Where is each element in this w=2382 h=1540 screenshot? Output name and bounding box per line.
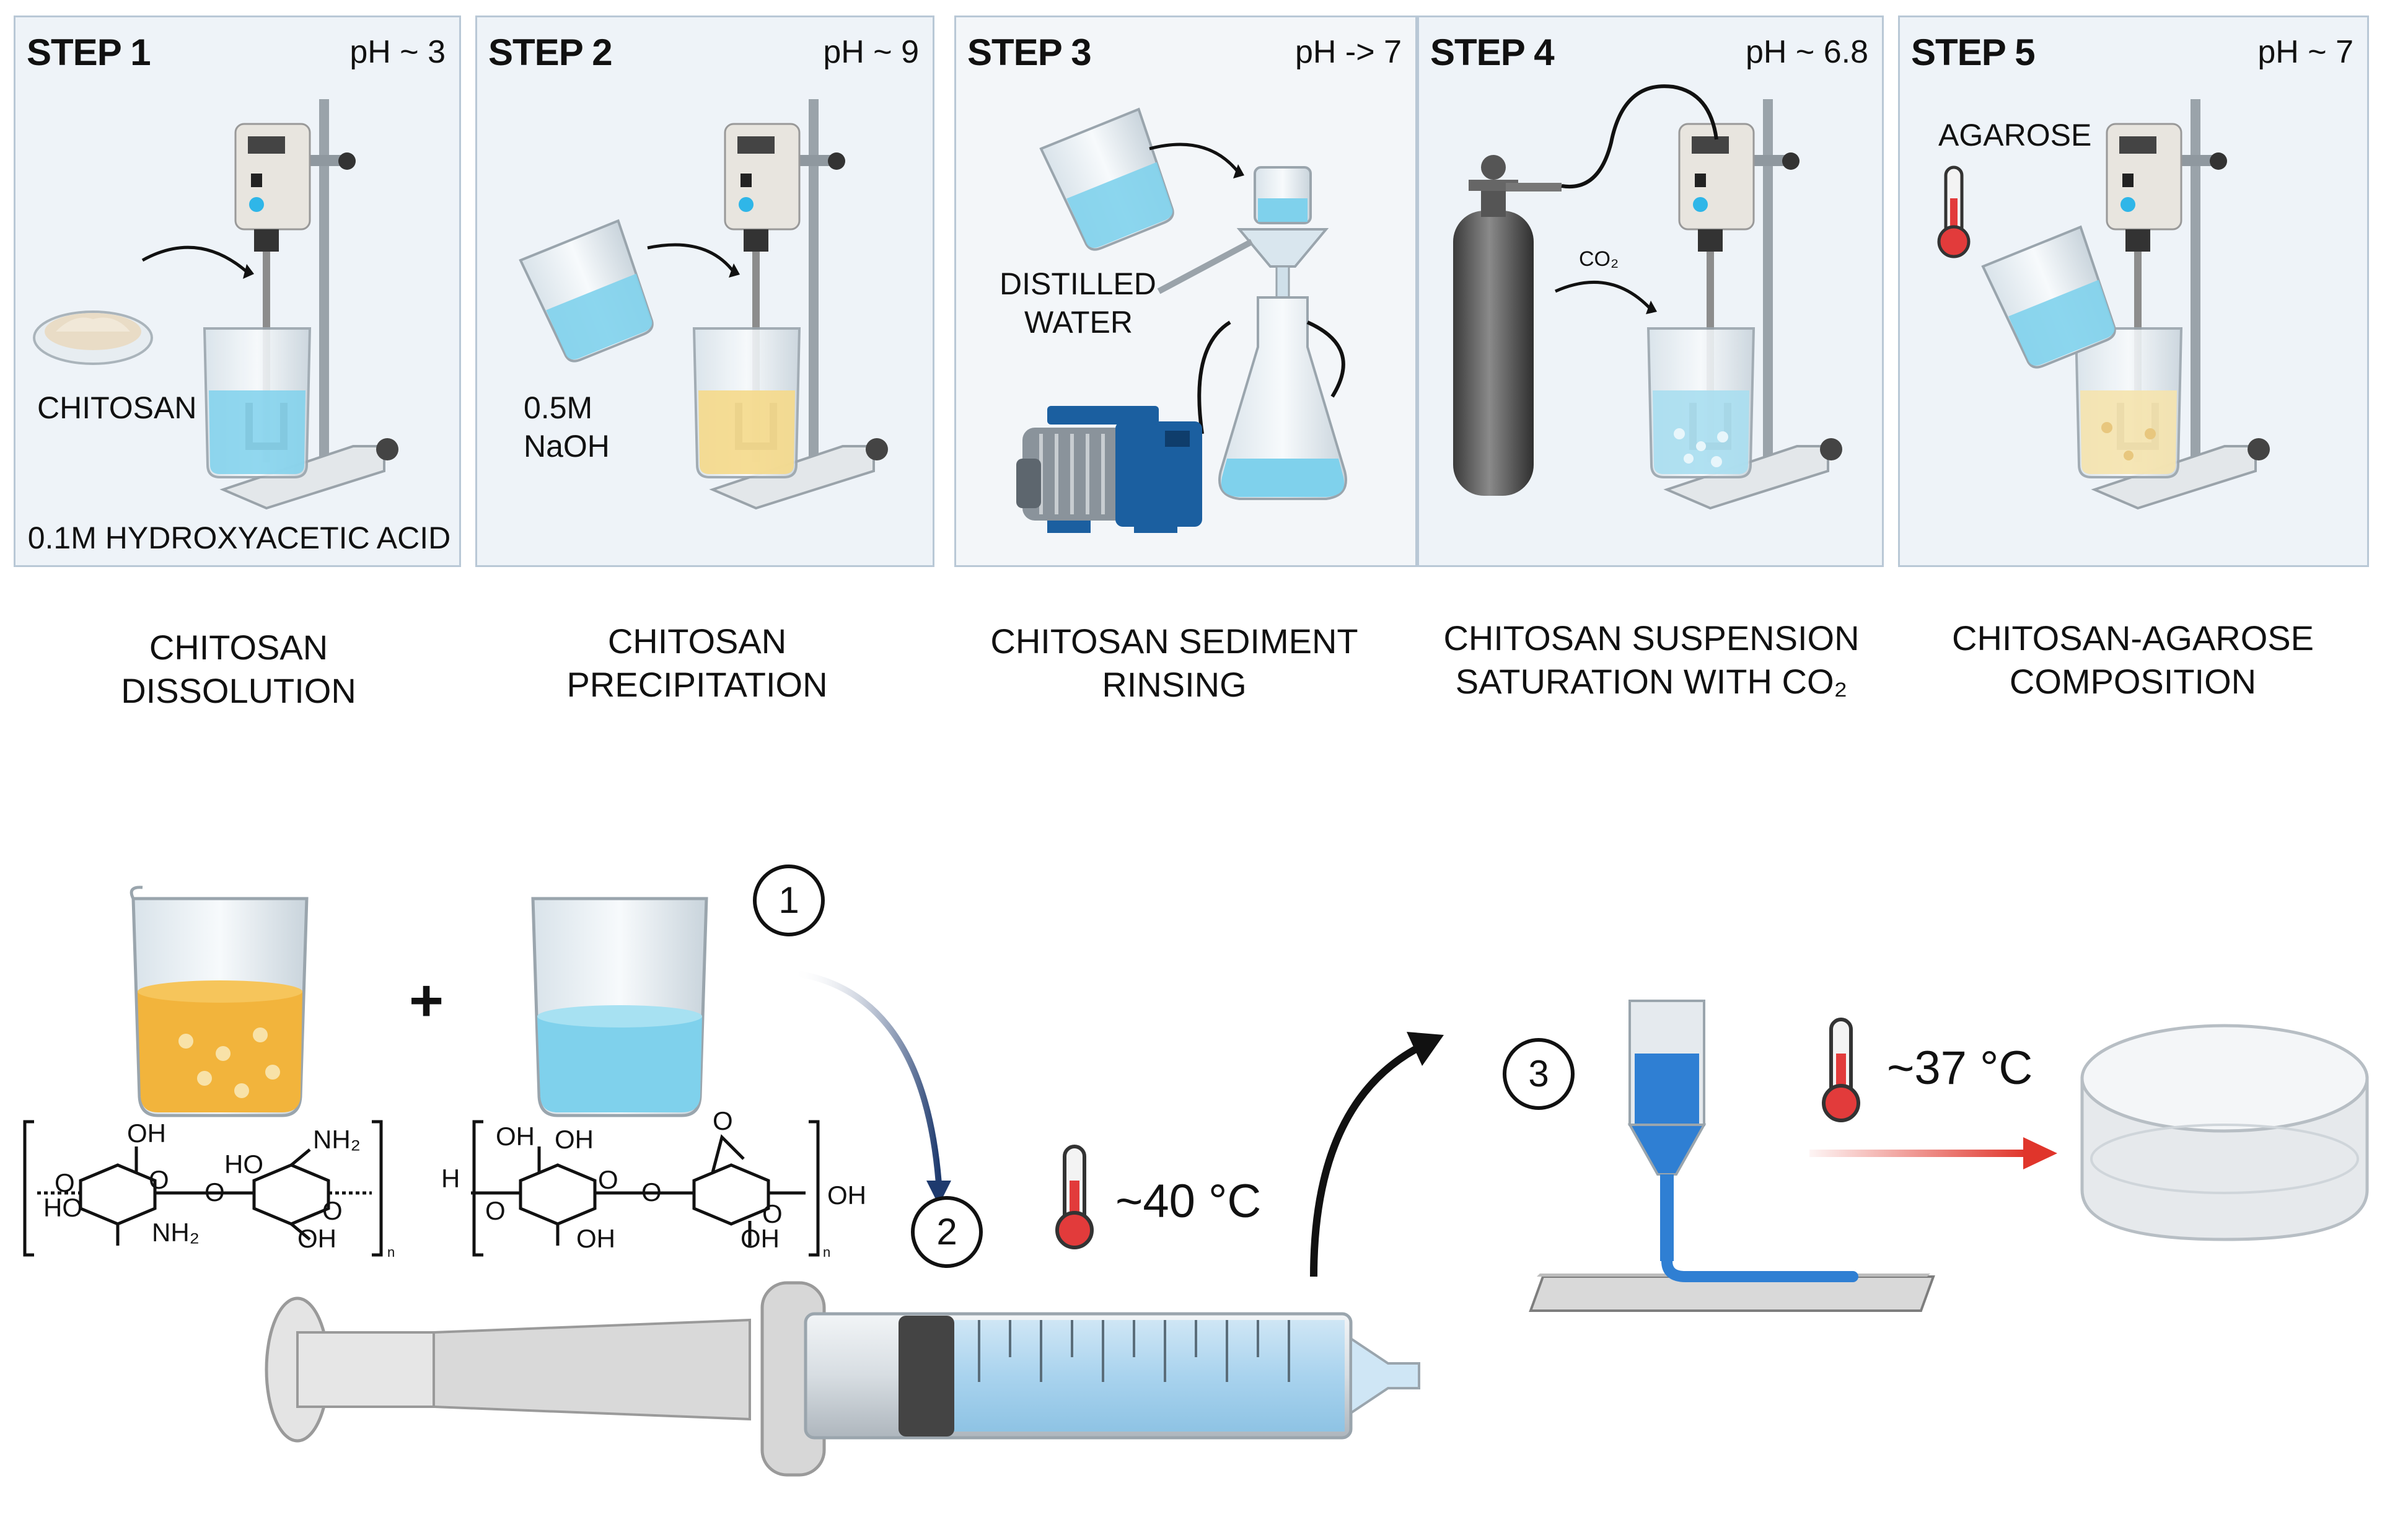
step3-pouring-beaker-icon — [1039, 107, 1174, 251]
step3-arrow — [1149, 143, 1241, 175]
step1-to-2-arrow — [793, 970, 942, 1184]
final-thermometer-icon — [1822, 1018, 1860, 1122]
step1-acid-label: 0.1M HYDROXYACETIC ACID — [27, 521, 451, 555]
step4-stirrer-illustration — [1648, 99, 1842, 508]
step1-to-2-arrowhead — [926, 1181, 951, 1205]
agarose-o-ring2: O — [762, 1199, 783, 1228]
step1-stirrer-illustration — [204, 99, 398, 508]
step2-ph: pH ~ 9 — [823, 34, 919, 70]
chemical-structure-lines — [23, 1120, 820, 1257]
step2-stirrer-illustration — [694, 99, 888, 508]
step4-ph: pH ~ 6.8 — [1745, 34, 1868, 70]
agarose-oh1: OH — [496, 1122, 535, 1151]
agarose-oh-bottom1: OH — [576, 1224, 615, 1253]
step2-title: STEP 2 — [488, 32, 613, 73]
step1-chitosan-label: CHITOSAN — [37, 390, 197, 425]
syringe-to-printer-arrowhead — [1407, 1032, 1444, 1066]
chitosan-ho-mid: HO — [224, 1150, 263, 1179]
marker-1: 1 — [753, 865, 825, 936]
chitosan-o-link: O — [204, 1177, 225, 1207]
agarose-o-link: O — [641, 1177, 662, 1207]
step2-arrow — [647, 243, 736, 274]
step3-water-label-1: DISTILLED — [1000, 266, 1156, 301]
chitosan-nh2-bottom: NH₂ — [152, 1218, 200, 1247]
syringe-icon — [265, 1281, 1420, 1477]
chitosan-ho-left: HO — [43, 1193, 82, 1222]
chitosan-o-ring2: O — [322, 1196, 343, 1225]
step1-arrow — [141, 245, 249, 274]
chitosan-o-left: O — [55, 1168, 75, 1197]
agarose-solution-beaker-icon — [531, 897, 708, 1117]
petri-dish-chitosan-icon — [33, 310, 153, 365]
step1-panel: STEP 1 pH ~ 3 CHITOSAN 0.1M HYDROXYACETI… — [14, 15, 461, 567]
to-scaffold-arrowhead — [2023, 1137, 2057, 1169]
step3-ph: pH -> 7 — [1295, 34, 1402, 70]
co2-gas-cylinder-icon — [1453, 84, 1718, 496]
chitosan-oh-bottom: OH — [297, 1224, 336, 1253]
chitosan-nh2-top: NH₂ — [313, 1125, 361, 1154]
step4-arrow — [1554, 280, 1653, 311]
syringe-thermometer-icon — [1055, 1145, 1094, 1249]
step3-title: STEP 3 — [967, 32, 1092, 73]
syringe-to-printer-arrow — [1310, 1044, 1421, 1277]
step5-thermometer-icon — [1937, 165, 1971, 258]
plus-sign: + — [409, 967, 444, 1034]
chitosan-solution-beaker-icon — [130, 886, 309, 1117]
chitosan-n: n — [387, 1244, 395, 1260]
syringe-temperature: ~40 °C — [1115, 1175, 1262, 1228]
agarose-oh2: OH — [555, 1125, 594, 1154]
to-scaffold-arrow — [1809, 1150, 2026, 1157]
step3-water-label-2: WATER — [1024, 305, 1133, 340]
agarose-n: n — [823, 1244, 831, 1260]
vacuum-pump-icon — [1016, 320, 1231, 533]
step4-title: STEP 4 — [1430, 32, 1555, 73]
step2-pouring-beaker-icon — [519, 219, 654, 363]
step4-co2-label: CO₂ — [1579, 247, 1619, 271]
marker-3: 3 — [1503, 1038, 1575, 1110]
agarose-o-ring: O — [598, 1165, 618, 1194]
marker-2: 2 — [911, 1196, 983, 1268]
step2-naoh-label: NaOH — [524, 429, 610, 464]
step5-agarose-label: AGAROSE — [1938, 118, 2092, 152]
step5-title: STEP 5 — [1911, 32, 2036, 73]
agarose-o-left: O — [485, 1196, 506, 1225]
agarose-oh-bottom2: OH — [741, 1224, 780, 1253]
step5-pouring-beaker-icon — [1981, 225, 2116, 369]
agarose-o-bridge: O — [713, 1106, 733, 1135]
chitosan-o-ring1: O — [149, 1165, 169, 1194]
step1-ph: pH ~ 3 — [349, 34, 446, 70]
final-temperature: ~37 °C — [1887, 1042, 2033, 1094]
agarose-oh-right: OH — [827, 1181, 866, 1210]
chitosan-oh-top: OH — [127, 1119, 166, 1148]
step5-stirrer-illustration — [2076, 99, 2270, 508]
step2-naoh-conc-label: 0.5M — [524, 390, 593, 425]
buchner-funnel-flask-icon — [1157, 166, 1347, 500]
bioprinter-nozzle-icon — [1529, 1000, 1935, 1312]
step1-title: STEP 1 — [27, 32, 151, 73]
agarose-h: H — [441, 1164, 460, 1193]
step5-ph: pH ~ 7 — [2257, 34, 2353, 70]
scaffold-disc-icon — [2080, 1024, 2369, 1241]
